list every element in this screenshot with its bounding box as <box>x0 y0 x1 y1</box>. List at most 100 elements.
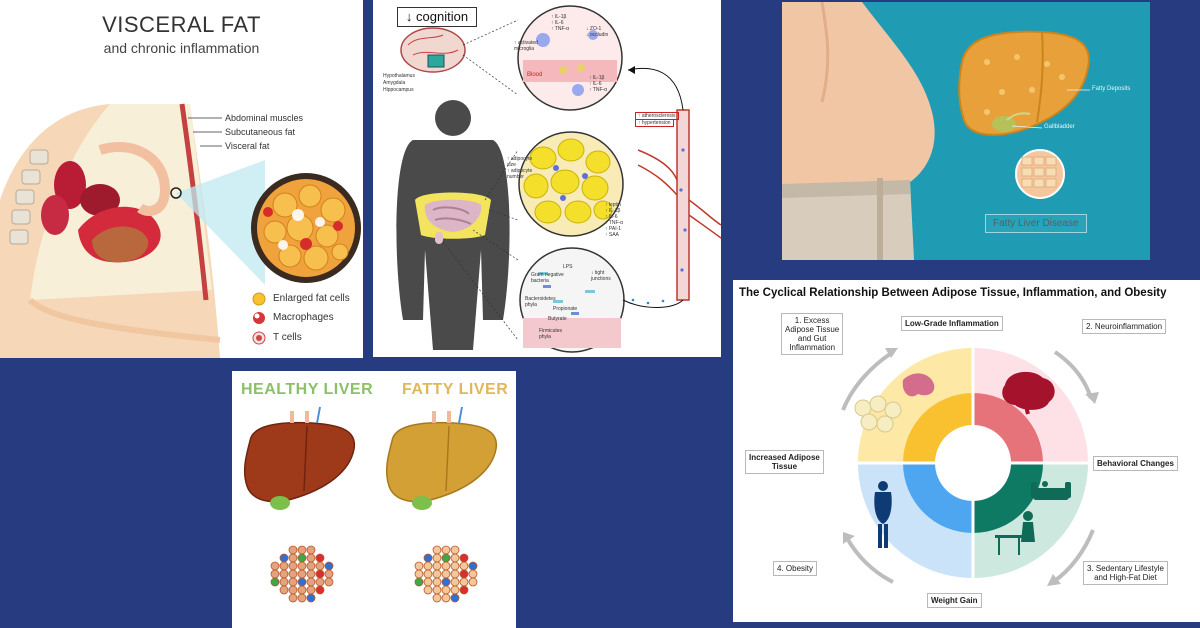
tissue-cell <box>441 561 451 571</box>
tissue-cell <box>441 569 451 579</box>
visceral-subtitle: and chronic inflammation <box>103 40 260 56</box>
step3-line2: and High-Fat Diet <box>1094 573 1157 582</box>
brain-cytokine-2: ↑ IL-6 <box>551 20 564 26</box>
tissue-cell <box>315 561 325 571</box>
gut-tight-2: junctions <box>591 276 611 282</box>
adipocyte-1: ↑ adipocyte <box>507 156 533 162</box>
blood-label: Blood <box>527 72 543 78</box>
adipokine-3: ↑ IL-6 <box>605 214 618 220</box>
increased-line2: Tissue <box>771 462 798 471</box>
label-behavioral-changes: Behavioral Changes <box>1093 456 1178 471</box>
gut-gram-1: Gram negative <box>531 272 564 278</box>
visceral-title: VISCERAL FAT <box>102 12 261 37</box>
visceral-fat-panel: VISCERAL FAT and chronic inflammation <box>0 0 363 358</box>
cycle-diagram <box>841 348 1099 586</box>
liver-comparison-illustration <box>243 406 498 603</box>
tissue-cell <box>423 553 433 563</box>
increased-line1: Increased Adipose <box>749 453 820 462</box>
tissue-cell <box>306 545 316 555</box>
liver-comparison-panel: HEALTHY LIVER FATTY LIVER <box>232 371 516 628</box>
tissue-cell <box>279 553 289 563</box>
legend-t-cells: T cells <box>273 332 302 343</box>
cycle-title: The Cyclical Relationship Between Adipos… <box>739 287 1167 299</box>
blood-cytokine-2: ↑ IL-6 <box>589 81 602 87</box>
tissue-cell <box>432 561 442 571</box>
tissue-cell <box>297 593 307 603</box>
tissue-cell <box>423 569 433 579</box>
tissue-cell <box>288 585 298 595</box>
microglia-line2: microglia <box>514 46 535 52</box>
tissue-cell <box>432 569 442 579</box>
tissue-cell <box>459 561 469 571</box>
tissue-cell <box>315 577 325 587</box>
fatty-tissue-cluster <box>414 545 478 603</box>
tissue-cell <box>306 593 316 603</box>
tissue-cell <box>270 569 280 579</box>
tissue-cell <box>324 577 334 587</box>
abdomen-illustration <box>0 103 361 358</box>
step3-line1: 3. Sedentary Lifestyle <box>1087 564 1164 573</box>
blood-cytokine-3: ↑ TNF-α <box>589 87 608 93</box>
tissue-cell <box>450 593 460 603</box>
step1-line4: Inflammation <box>789 343 836 352</box>
tissue-cell <box>468 561 478 571</box>
tissue-cell <box>450 585 460 595</box>
step1-line2: Adipose Tissue <box>785 325 840 334</box>
fatty-liver-disease-panel: Fatty Deposits Gallbladder Fatty Liver D… <box>782 2 1150 260</box>
tissue-cell <box>450 545 460 555</box>
tissue-cell <box>270 561 280 571</box>
tissue-cell <box>450 561 460 571</box>
tissue-cell <box>450 569 460 579</box>
tissue-cell <box>432 593 442 603</box>
fat-cells-icon <box>854 395 902 433</box>
tissue-cell <box>459 577 469 587</box>
tissue-cell <box>432 553 442 563</box>
fatty-deposits-label: Fatty Deposits <box>1092 86 1131 92</box>
cycle-panel: The Cyclical Relationship Between Adipos… <box>733 280 1200 622</box>
label-weight-gain: Weight Gain <box>927 593 982 608</box>
gut-bacteroidetes-1: Bacteroidetes <box>525 296 556 302</box>
tissue-cell <box>324 561 334 571</box>
tissue-cell <box>297 585 307 595</box>
microglia-line1: ↑ activated <box>514 40 538 46</box>
adipokine-4: ↑ TNF-α <box>605 220 624 226</box>
tissue-cell <box>288 577 298 587</box>
tissue-cell <box>297 577 307 587</box>
label-step-4: 4. Obesity <box>773 561 818 576</box>
label-step-1: 1. Excess Adipose Tissue and Gut Inflamm… <box>781 313 844 355</box>
adipocyte-4: number <box>507 174 524 180</box>
gut-bacteroidetes-2: phyla <box>525 302 537 308</box>
gut-butyrate: Butyrate <box>548 316 567 322</box>
tissue-cell <box>450 553 460 563</box>
tissue-cell <box>315 553 325 563</box>
tissue-cell <box>306 561 316 571</box>
tissue-cell <box>450 577 460 587</box>
adipokine-1: ↑ leptin <box>605 202 621 208</box>
gut-firmicutes-1: Firmicutes <box>539 328 563 334</box>
healthy-liver-title: HEALTHY LIVER <box>241 381 374 398</box>
step1-line1: 1. Excess <box>794 316 830 325</box>
label-low-grade-inflammation: Low-Grade Inflammation <box>901 316 1003 331</box>
tissue-cell <box>414 569 424 579</box>
brain-icon <box>1002 371 1055 410</box>
belly-liver-illustration <box>782 2 1090 260</box>
region-hippocampus: Hippocampus <box>383 87 414 93</box>
cognition-heading: ↓ cognition <box>397 7 477 27</box>
fatty-liver-title: FATTY LIVER <box>402 381 509 398</box>
cognition-panel: ↓ cognition Hypothalamus Amygdala Hippoc… <box>373 0 721 357</box>
tissue-cell <box>423 585 433 595</box>
tissue-cell <box>441 577 451 587</box>
gut-firmicutes-2: phyla <box>539 334 551 340</box>
tissue-cell <box>288 569 298 579</box>
tissue-cell <box>432 545 442 555</box>
tissue-cell <box>459 585 469 595</box>
tissue-cell <box>270 577 280 587</box>
tissue-cell <box>306 569 316 579</box>
tissue-cell <box>306 577 316 587</box>
tissue-cell <box>459 553 469 563</box>
tissue-cell <box>315 569 325 579</box>
body-illustration <box>396 5 721 353</box>
tissue-cell <box>279 577 289 587</box>
tissue-cell <box>441 545 451 555</box>
fatty-liver-disease-label: Fatty Liver Disease <box>985 214 1087 233</box>
